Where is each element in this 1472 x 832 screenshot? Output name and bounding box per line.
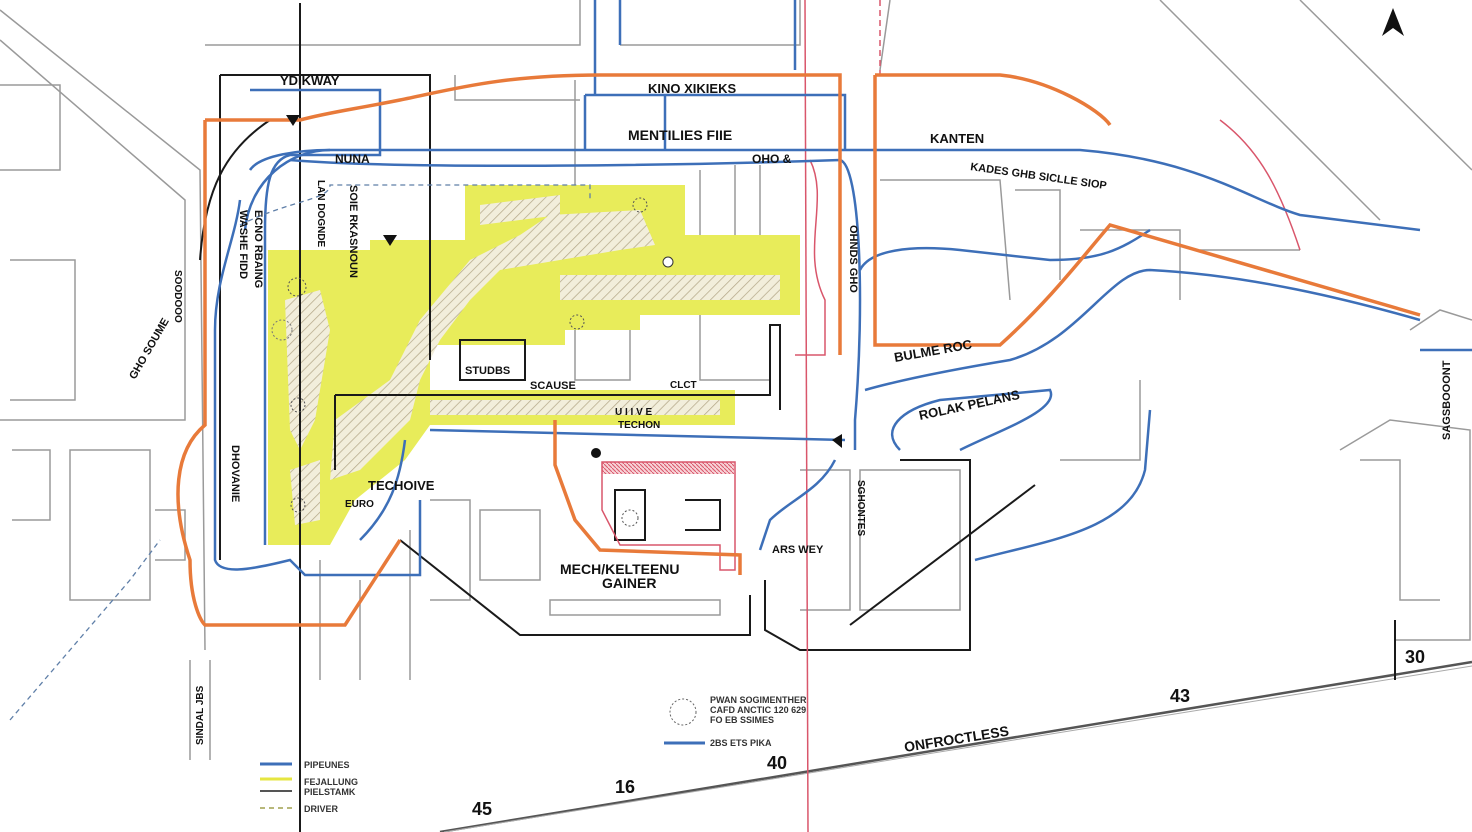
marker-icon: [591, 448, 601, 458]
tree-icon: [621, 509, 639, 527]
label-mech1: MECH/KELTEENU: [560, 561, 680, 577]
label-dhovanie: DHOVANIE: [229, 445, 241, 502]
label-ecno: ECNO RBAING: [252, 210, 264, 288]
label-soodo: SOODOOO: [172, 270, 183, 323]
label-mentilies: MENTILIES FIIE: [628, 127, 732, 143]
label-washe: WASHE FIDD: [237, 210, 249, 279]
label-ydikway: YDIKWAY: [280, 73, 340, 88]
legend-label-pipelines: PIPEUNES: [304, 760, 350, 770]
label-sagsboont: SAGSBOOONT: [1441, 360, 1453, 440]
black-roads: [199, 3, 1036, 832]
tree-icon: [290, 497, 306, 513]
label-euro: EURO: [345, 499, 374, 510]
tree-icon: [632, 197, 648, 213]
label-sindal: SINDAL JBS: [195, 685, 206, 745]
number-43: 43: [1170, 686, 1190, 706]
triangle-marker-icon: [832, 434, 842, 448]
triangle-marker-icon: [286, 115, 300, 126]
label-kanten: KANTEN: [930, 131, 984, 146]
tree-icon: [287, 277, 307, 297]
note-line-1: PWAN SOGIMENTHER: [710, 695, 807, 705]
note-line-4: 2BS ETS PIKA: [710, 738, 772, 748]
label-onfroctless: ONFROCTLESS: [903, 723, 1010, 755]
label-scause: SCAUSE: [530, 380, 576, 392]
tree-icon: [290, 397, 306, 413]
label-mech2: GAINER: [602, 575, 656, 591]
label-arswey: ARS WEY: [772, 544, 824, 556]
down-arrow-icon: [383, 235, 397, 246]
label-techoive: TECHOIVE: [368, 478, 435, 493]
label-gho-soume: GHO SOUME: [127, 316, 172, 381]
label-tecon: TECHON: [618, 420, 660, 431]
label-kades: KADES GHB SICLLE SIOP: [970, 161, 1108, 192]
label-nuna: NUNA: [335, 152, 370, 166]
label-studbs: STUDBS: [465, 365, 510, 377]
red-site-parcel: [601, 0, 1301, 832]
tree-icon: [271, 319, 293, 341]
label-clct: CLCT: [670, 380, 697, 391]
map-symbols: [271, 8, 1404, 726]
number-40: 40: [767, 753, 787, 773]
tree-icon: [569, 314, 585, 330]
number-45: 45: [472, 799, 492, 819]
label-lan: LAN DOGNDE: [315, 180, 326, 248]
note-line-3: FO EB SSIMES: [710, 715, 774, 725]
label-kino: KINO XIKIEKS: [648, 81, 736, 96]
map-note: PWAN SOGIMENTHER CAFD ANCTIC 120 629 FO …: [664, 695, 807, 748]
blue-pipelines: [9, 0, 1472, 721]
note-line-2: CAFD ANCTIC 120 629: [710, 705, 806, 715]
development-zone: [268, 185, 800, 545]
label-bulme: BULME ROC: [893, 336, 974, 365]
legend-label-driver: DRIVER: [304, 804, 339, 814]
orange-boundary: [176, 73, 1421, 627]
label-ulive: U I I V E: [615, 407, 653, 418]
legend-label-fejallung: FEJALLUNG: [304, 777, 358, 787]
legend-label-pielstamk: PIELSTAMK: [304, 787, 356, 797]
north-arrow-icon: [1382, 8, 1404, 36]
label-oho: OHO &: [752, 152, 792, 166]
manhole-icon: [662, 256, 674, 268]
label-sghontes: SGHONTES: [855, 480, 866, 536]
label-rolak: ROLAK PELANS: [918, 387, 1022, 423]
label-ohnds: OHNDS GHO: [847, 225, 859, 293]
number-30: 30: [1405, 647, 1425, 667]
label-soie: SOIE RKASNOUN: [347, 185, 359, 278]
number-16: 16: [615, 777, 635, 797]
map-legend: PIPEUNES FEJALLUNG PIELSTAMK DRIVER: [260, 760, 358, 814]
tree-icon: [669, 698, 697, 726]
